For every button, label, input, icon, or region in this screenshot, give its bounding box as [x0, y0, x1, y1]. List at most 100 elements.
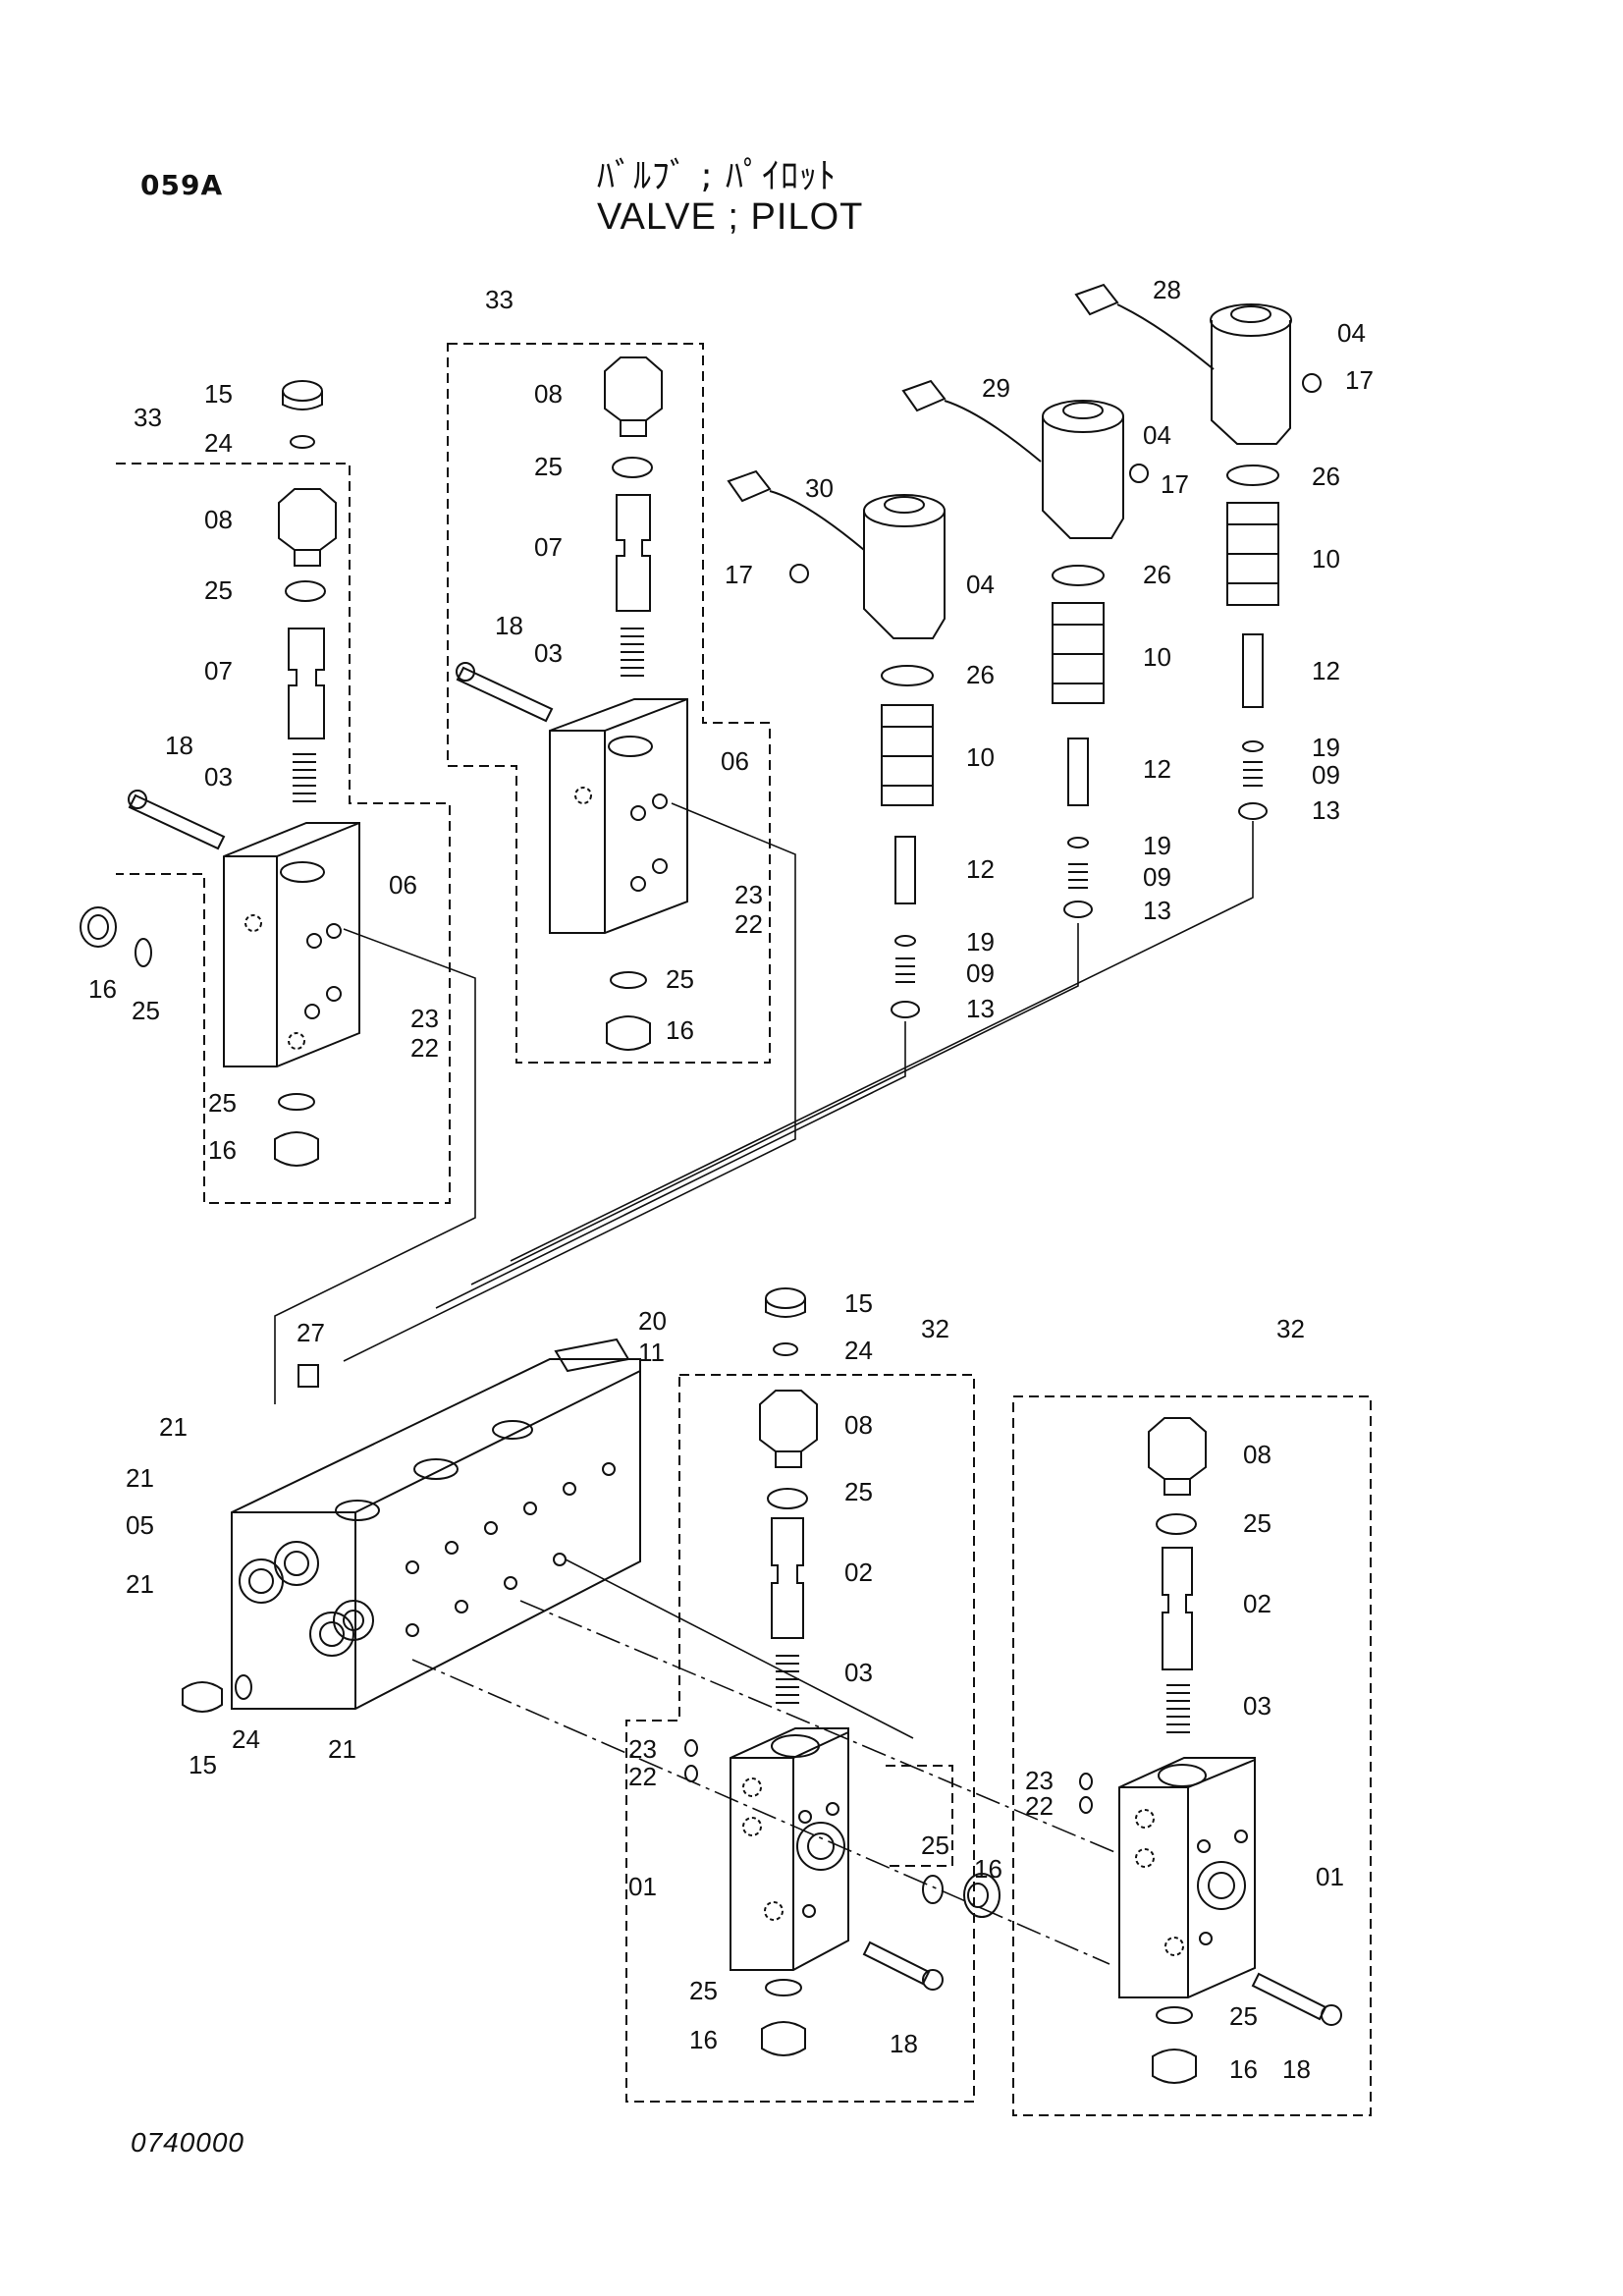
callout-label: 19 — [966, 927, 995, 957]
callout-label: 09 — [966, 958, 995, 988]
connection-lines — [274, 802, 1254, 1965]
callout-label: 03 — [844, 1658, 873, 1687]
callout-label: 08 — [844, 1410, 873, 1440]
callout-label: 23 — [628, 1734, 657, 1764]
callout-label: 10 — [1312, 544, 1340, 574]
callout-label: 25 — [844, 1477, 873, 1506]
callout-label: 23 — [734, 880, 763, 909]
callout-label: 18 — [890, 2029, 918, 2058]
callout-label: 25 — [921, 1831, 949, 1860]
callout-label: 23 — [1025, 1766, 1054, 1795]
callout-label: 18 — [1282, 2054, 1311, 2084]
callout-label: 08 — [204, 505, 233, 534]
callout-label: 08 — [1243, 1440, 1271, 1469]
callout-label: 23 — [410, 1004, 439, 1033]
dashed-frame-left — [116, 463, 451, 1204]
callout-label: 02 — [844, 1558, 873, 1587]
callout-label: 22 — [734, 909, 763, 939]
callout-label: 25 — [204, 575, 233, 605]
callout-label: 25 — [666, 964, 694, 994]
callout-label: 07 — [534, 532, 563, 562]
callout-label: 17 — [1161, 469, 1189, 499]
callout-label: 12 — [1312, 656, 1340, 685]
callout-label: 13 — [966, 994, 995, 1023]
callout-label: 03 — [1243, 1691, 1271, 1721]
callout-label: 17 — [725, 560, 753, 589]
callout-label: 13 — [1312, 795, 1340, 825]
dashed-frame-middle — [447, 343, 771, 1064]
callout-label: 04 — [966, 570, 995, 599]
callout-label: 26 — [966, 660, 995, 689]
callout-label: 02 — [1243, 1589, 1271, 1618]
callout-label: 08 — [534, 379, 563, 409]
callout-label: 04 — [1143, 420, 1171, 450]
callout-label: 15 — [204, 379, 233, 409]
callout-label: 16 — [88, 974, 117, 1004]
callout-label: 28 — [1153, 275, 1181, 304]
callout-label: 13 — [1143, 896, 1171, 925]
callout-label: 25 — [1229, 2001, 1258, 2031]
title-english: VALVE ; PILOT — [597, 196, 864, 238]
callout-label: 32 — [921, 1314, 949, 1343]
callout-label: 16 — [666, 1015, 694, 1045]
callout-label: 10 — [966, 742, 995, 772]
callout-label: 21 — [328, 1734, 356, 1764]
callout-label: 29 — [982, 373, 1010, 403]
callout-label: 12 — [966, 854, 995, 884]
callout-label: 19 — [1312, 733, 1340, 762]
callout-label: 22 — [628, 1762, 657, 1791]
callout-label: 16 — [208, 1135, 237, 1165]
title-japanese: ﾊﾞﾙﾌﾞ ; ﾊﾟｲﾛｯﾄ — [597, 156, 838, 196]
callout-label: 27 — [297, 1318, 325, 1347]
callout-label: 25 — [208, 1088, 237, 1118]
callout-label: 24 — [204, 428, 233, 458]
callout-labels: 33 15 24 08 25 07 18 03 06 16 25 23 22 2… — [88, 275, 1374, 2084]
callout-label: 21 — [126, 1569, 154, 1599]
callout-label: 26 — [1143, 560, 1171, 589]
callout-label: 33 — [134, 403, 162, 432]
callout-label: 09 — [1312, 760, 1340, 790]
callout-label: 01 — [1316, 1862, 1344, 1891]
callout-label: 09 — [1143, 862, 1171, 892]
header-code: 059A — [140, 169, 224, 201]
callout-label: 24 — [844, 1336, 873, 1365]
callout-label: 12 — [1143, 754, 1171, 784]
callout-label: 06 — [389, 870, 417, 900]
callout-label: 30 — [805, 473, 834, 503]
callout-label: 01 — [628, 1872, 657, 1901]
callout-label: 22 — [410, 1033, 439, 1063]
callout-label: 03 — [204, 762, 233, 792]
callout-label: 03 — [534, 638, 563, 668]
callout-label: 10 — [1143, 642, 1171, 672]
callout-label: 15 — [189, 1750, 217, 1779]
callout-label: 24 — [232, 1724, 260, 1754]
drawing-number: 0740000 — [131, 2127, 245, 2158]
callout-label: 17 — [1345, 365, 1374, 395]
callout-label: 06 — [721, 746, 749, 776]
callout-label: 16 — [689, 2025, 718, 2054]
callout-label: 16 — [974, 1854, 1002, 1884]
callout-label: 33 — [485, 285, 514, 314]
dashed-frame-lower-right — [1012, 1395, 1372, 2116]
callout-label: 15 — [844, 1288, 873, 1318]
callout-label: 22 — [1025, 1791, 1054, 1821]
callout-label: 19 — [1143, 831, 1171, 860]
callout-label: 25 — [132, 996, 160, 1025]
callout-label: 21 — [159, 1412, 188, 1442]
callout-label: 32 — [1276, 1314, 1305, 1343]
dashed-frame-lower-middle — [625, 1374, 975, 2103]
callout-label: 05 — [126, 1510, 154, 1540]
callout-label: 11 — [638, 1338, 665, 1367]
callout-label: 25 — [534, 452, 563, 481]
callout-label: 16 — [1229, 2054, 1258, 2084]
callout-label: 04 — [1337, 318, 1366, 348]
callout-label: 18 — [495, 611, 523, 640]
callout-label: 21 — [126, 1463, 154, 1493]
callout-label: 18 — [165, 731, 193, 760]
callout-label: 20 — [638, 1306, 667, 1336]
callout-label: 07 — [204, 656, 233, 685]
callout-label: 25 — [1243, 1508, 1271, 1538]
callout-label: 26 — [1312, 462, 1340, 491]
callout-label: 25 — [689, 1976, 718, 2005]
